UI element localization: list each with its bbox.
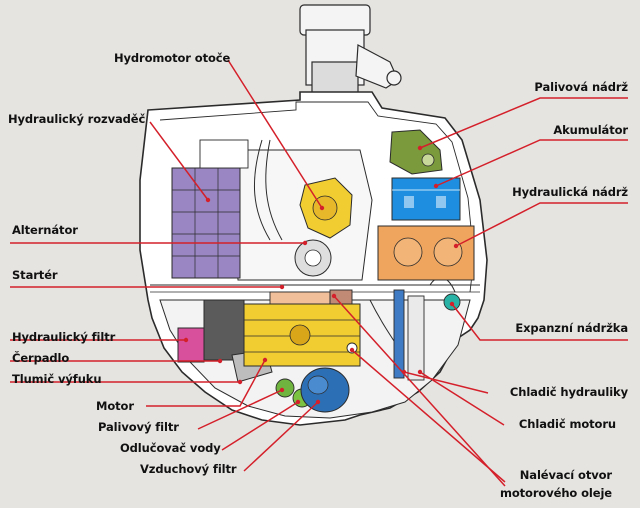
- label-chladic-motoru: Chladič motoru: [518, 417, 616, 431]
- label-expanzni-nadrzka: Expanzní nádržka: [515, 321, 628, 335]
- label-hydraulicka-nadrz: Hydraulická nádrž: [512, 185, 628, 199]
- starter-unit: [269, 289, 353, 307]
- label-cerpadlo: Čerpadlo: [12, 351, 70, 365]
- hydraulic-tank: [377, 225, 475, 281]
- engine-cooler: [407, 295, 425, 381]
- label-tlumic-vyfuku: Tlumič výfuku: [12, 372, 102, 386]
- label-vzduchovy-filtr: Vzduchový filtr: [140, 462, 237, 476]
- leader-lines: [10, 59, 628, 487]
- alternator-unit: [294, 239, 332, 277]
- label-nalevaci-otvor-line1: Nalévací otvor: [519, 468, 612, 482]
- air-filter: [300, 367, 350, 413]
- label-palivova-nadrz: Palivová nádrž: [534, 80, 628, 94]
- label-hydraulicky-rozvadec: Hydraulický rozvaděč: [8, 112, 146, 126]
- leader-dots: [183, 145, 459, 405]
- label-alternator: Alternátor: [12, 223, 78, 237]
- label-motor: Motor: [96, 399, 134, 413]
- label-nalevaci-otvor-line2: motorového oleje: [499, 486, 612, 500]
- label-palivovy-filtr: Palivový filtr: [98, 420, 179, 434]
- label-akumulator: Akumulátor: [553, 123, 628, 137]
- hydraulic-filter: [177, 327, 205, 363]
- label-hydromotor-otoce: Hydromotor otoče: [114, 51, 231, 65]
- fuel-tank: [389, 129, 443, 175]
- engine: [243, 303, 361, 367]
- hydraulic-distributor: [171, 139, 249, 279]
- boom-arm: [299, 4, 402, 103]
- pump: [203, 299, 245, 361]
- label-hydraulicky-filtr: Hydraulický filtr: [12, 330, 116, 344]
- battery: [391, 177, 461, 221]
- label-odlucovac-vody: Odlučovač vody: [120, 441, 221, 455]
- label-chladic-hydrauliky: Chladič hydrauliky: [509, 385, 628, 399]
- fuel-filter: [275, 378, 295, 398]
- hydraulic-cooler: [393, 289, 405, 379]
- label-starter: Startér: [12, 268, 58, 282]
